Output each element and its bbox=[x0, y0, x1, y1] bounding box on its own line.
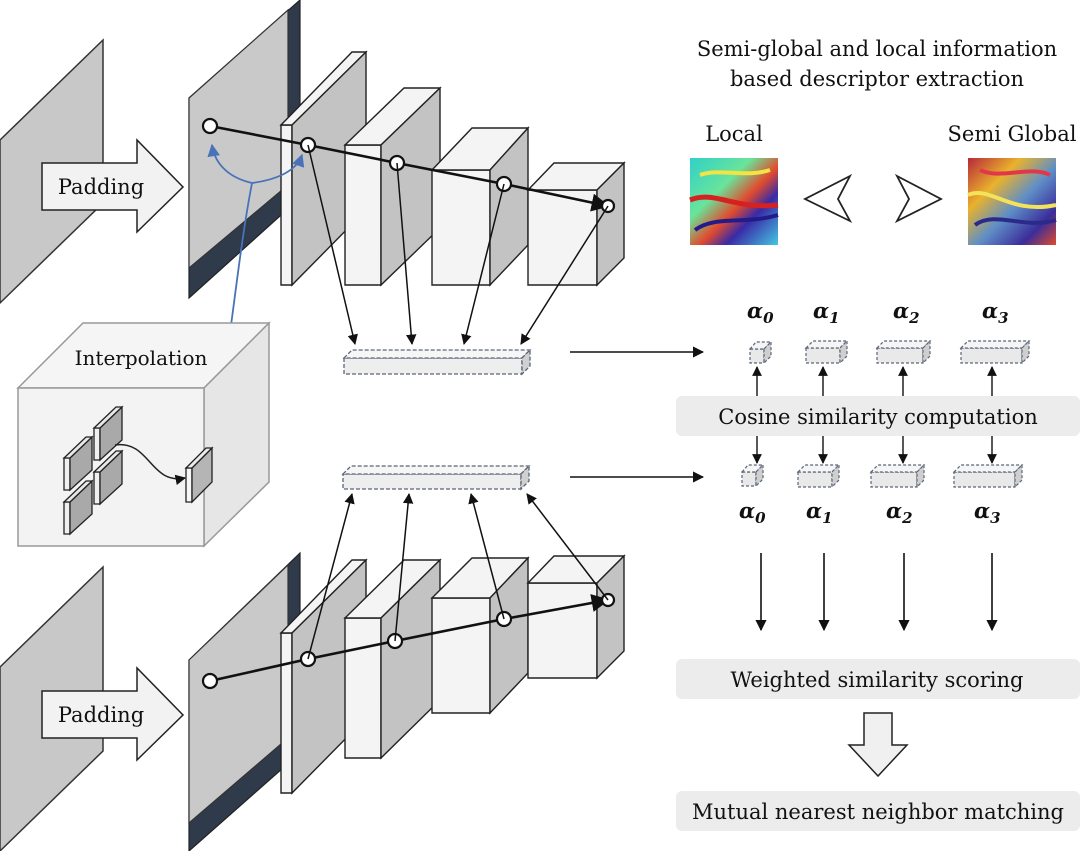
feature-to-descriptor-arrows-top bbox=[307, 144, 609, 346]
title-line-2: based descriptor extraction bbox=[730, 67, 1024, 91]
alpha-top-3: α3 bbox=[982, 298, 1009, 327]
descriptor-blocks-top bbox=[748, 339, 1031, 365]
keypoint-top-0 bbox=[201, 117, 219, 135]
descriptor-block-bottom-1 bbox=[796, 463, 841, 489]
local-label: Local bbox=[705, 122, 763, 146]
alpha-bottom-3: α3 bbox=[974, 498, 1001, 527]
padding-label-top: Padding bbox=[58, 175, 144, 199]
cosine-arrows-down bbox=[752, 436, 997, 464]
chevron-right-icon bbox=[894, 173, 943, 224]
alpha-top-2: α2 bbox=[893, 298, 920, 327]
alpha-top-0: α0 bbox=[747, 298, 774, 327]
descriptor-bar-bottom bbox=[341, 464, 531, 491]
feature-block-bottom-4 bbox=[526, 554, 626, 680]
mnn-matching-box: Mutual nearest neighbor matching bbox=[676, 791, 1080, 831]
interpolation-box: Interpolation bbox=[16, 321, 271, 548]
descriptor-blocks-bottom bbox=[740, 463, 1024, 489]
scoring-arrows bbox=[755, 553, 998, 632]
descriptor-block-bottom-3 bbox=[952, 463, 1024, 489]
descriptor-block-top-2 bbox=[875, 339, 932, 365]
alpha-top-1: α1 bbox=[813, 298, 840, 327]
down-block-arrow bbox=[847, 712, 909, 778]
semi-global-feature-map bbox=[967, 158, 1057, 245]
cosine-label: Cosine similarity computation bbox=[718, 405, 1038, 429]
padded-image-top bbox=[188, 0, 301, 300]
padding-arrow-bottom: Padding bbox=[41, 666, 185, 762]
chevron-left-icon bbox=[802, 173, 853, 224]
mnn-label: Mutual nearest neighbor matching bbox=[692, 800, 1064, 824]
semi-global-label: Semi Global bbox=[948, 122, 1077, 146]
alpha-bottom-0: α0 bbox=[739, 498, 766, 527]
feature-block-bottom-3 bbox=[430, 556, 530, 715]
interpolation-label: Interpolation bbox=[75, 346, 208, 370]
padding-label-bottom: Padding bbox=[58, 703, 144, 727]
keypoint-bottom-0 bbox=[201, 672, 219, 690]
feature-block-top-4 bbox=[526, 161, 626, 287]
descriptor-block-bottom-0 bbox=[740, 463, 765, 488]
cosine-similarity-box: Cosine similarity computation bbox=[676, 396, 1080, 436]
feature-block-bottom-2 bbox=[343, 558, 442, 760]
cosine-arrows-up bbox=[752, 366, 997, 396]
feature-to-descriptor-arrows-bottom bbox=[307, 492, 609, 660]
feature-block-top-3 bbox=[430, 126, 530, 287]
descriptor-block-top-3 bbox=[959, 339, 1031, 365]
descriptor-bar-top bbox=[342, 348, 532, 376]
local-feature-map bbox=[689, 158, 779, 245]
alpha-labels-top: α0 α1 α2 α3 bbox=[747, 298, 1009, 327]
alpha-bottom-2: α2 bbox=[886, 498, 913, 527]
alpha-bottom-1: α1 bbox=[806, 498, 833, 527]
weighted-label: Weighted similarity scoring bbox=[731, 668, 1024, 692]
descriptor-block-top-0 bbox=[748, 340, 773, 365]
descriptor-block-top-1 bbox=[804, 339, 849, 365]
title-line-1: Semi-global and local information bbox=[697, 37, 1057, 61]
weighted-scoring-box: Weighted similarity scoring bbox=[676, 659, 1080, 699]
alpha-labels-bottom: α0 α1 α2 α3 bbox=[739, 498, 1001, 527]
descriptor-block-bottom-2 bbox=[869, 463, 926, 489]
padding-arrow-top: Padding bbox=[41, 138, 185, 234]
